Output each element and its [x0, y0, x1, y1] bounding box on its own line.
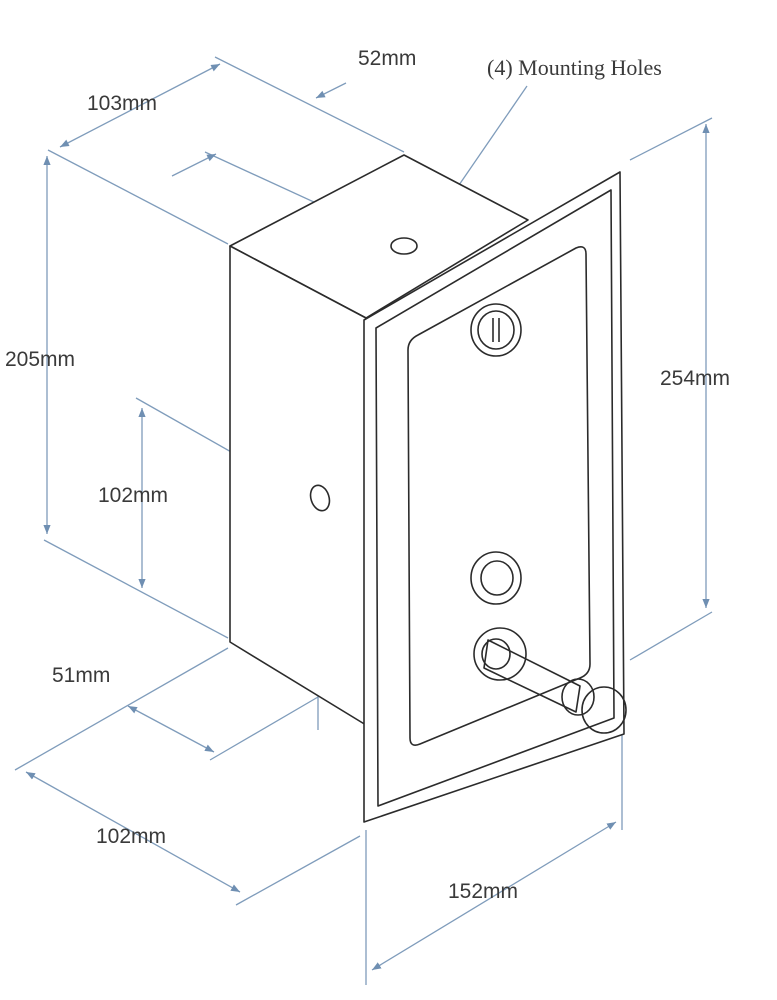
refill-window — [470, 551, 522, 605]
ext-line-bottom-left — [14, 647, 229, 771]
dim-103mm — [59, 63, 221, 148]
mounting-hole-top — [390, 237, 418, 255]
label-254mm: 254mm — [660, 367, 730, 390]
label-152mm: 152mm — [448, 880, 518, 903]
dim-51mm — [127, 705, 215, 753]
label-102mm-hole: 102mm — [98, 484, 168, 507]
label-103mm: 103mm — [87, 92, 157, 115]
lock-outer — [470, 303, 522, 357]
window-outer — [470, 551, 522, 605]
callout-label: (4) Mounting Holes — [487, 55, 662, 80]
label-205mm: 205mm — [5, 348, 75, 371]
dispenser-body — [229, 154, 529, 726]
lock-inner — [477, 310, 515, 350]
push-valve — [473, 627, 627, 734]
ext-line-bottom-front — [235, 835, 361, 906]
valve-rod-base — [481, 638, 511, 670]
ext-line-plate-top — [629, 117, 713, 161]
dim-102mm-bottom — [25, 771, 241, 893]
ext-line-top-back — [214, 56, 405, 153]
ext-line-body-bottom — [43, 539, 229, 639]
ext-line-bottom-mid — [209, 689, 331, 761]
window-inner — [480, 560, 514, 596]
ext-line-plate-bottom — [629, 611, 713, 661]
valve-collar — [473, 627, 527, 681]
mounting-hole-side — [309, 484, 331, 512]
label-51mm: 51mm — [52, 664, 110, 687]
valve-rod — [483, 639, 581, 713]
dim-52mm-right — [315, 82, 347, 99]
valve-knob-back — [561, 678, 595, 716]
label-102mm-bottom: 102mm — [96, 825, 166, 848]
label-52mm: 52mm — [358, 47, 416, 70]
plate-inset-panel — [407, 246, 591, 746]
key-lock — [470, 303, 522, 357]
dim-152mm — [371, 821, 617, 971]
front-plate — [363, 171, 627, 823]
ext-line-top-left — [47, 149, 229, 245]
dim-52mm-left — [171, 153, 217, 177]
valve-knob-front — [581, 686, 627, 734]
body-side-face — [229, 245, 367, 726]
dimension-labels: (4) Mounting Holes 52mm 103mm 205mm 102m… — [5, 47, 730, 903]
